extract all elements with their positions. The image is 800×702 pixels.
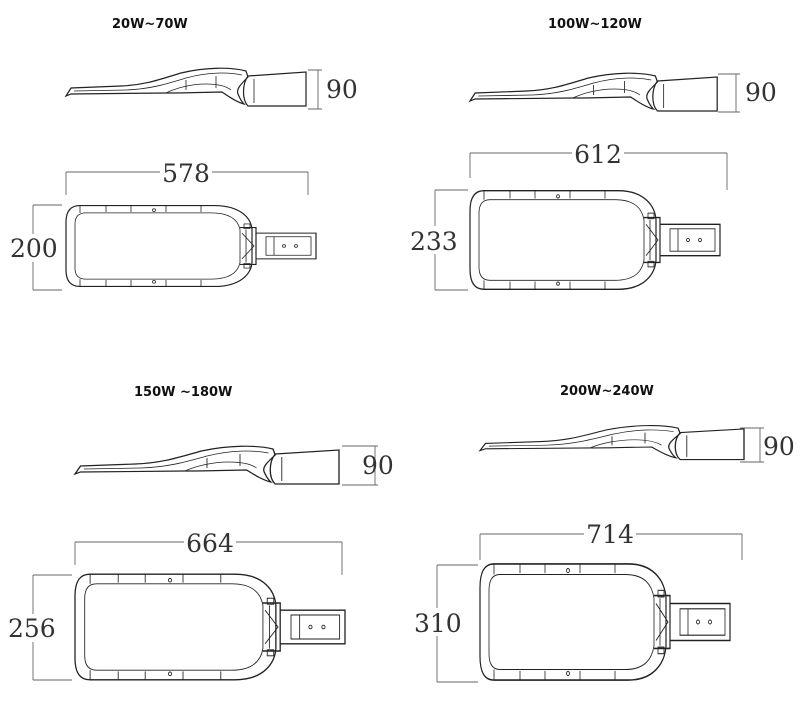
length-value: 714 [586, 520, 634, 549]
variant-title: 200W~240W [560, 384, 654, 399]
top-view-drawing [74, 573, 346, 681]
width-dimension: 233 [410, 189, 468, 291]
width-value: 233 [410, 227, 458, 256]
height-value: 90 [745, 78, 777, 107]
width-value: 256 [8, 614, 56, 643]
variant-100w-120w: 100W~120W 90 612 233 [410, 17, 777, 291]
height-dimension: 90 [308, 69, 358, 110]
height-dimension: 90 [740, 427, 795, 463]
variant-title: 150W ~180W [134, 385, 232, 400]
variant-title: 20W~70W [112, 17, 188, 32]
top-view-drawing [469, 190, 721, 290]
width-dimension: 200 [10, 204, 62, 291]
length-dimension: 578 [65, 159, 309, 195]
side-profile-drawing [479, 424, 745, 461]
height-dimension: 90 [718, 73, 777, 113]
variant-20w-70w: 20W~70W 90 578 200 [10, 17, 358, 291]
length-dimension: 714 [479, 520, 743, 560]
length-value: 664 [186, 529, 234, 558]
length-value: 612 [574, 140, 622, 169]
side-profile-drawing [469, 72, 718, 112]
variant-200w-240w: 200W~240W 90 714 310 [414, 384, 795, 683]
top-view-drawing [479, 563, 731, 681]
length-dimension: 664 [74, 529, 343, 575]
length-value: 578 [162, 159, 210, 188]
variant-title: 100W~120W [548, 17, 642, 32]
height-dimension: 90 [342, 445, 394, 486]
length-dimension: 612 [469, 140, 728, 190]
width-value: 310 [414, 609, 462, 638]
height-value: 90 [362, 451, 394, 480]
width-dimension: 310 [414, 564, 478, 683]
width-dimension: 256 [8, 574, 72, 681]
variant-150w-180w: 150W ~180W 90 664 256 [8, 385, 394, 681]
top-view-drawing [65, 204, 317, 288]
height-value: 90 [763, 432, 795, 461]
side-profile-drawing [74, 445, 340, 485]
height-value: 90 [326, 75, 358, 104]
side-profile-drawing [65, 67, 307, 107]
width-value: 200 [10, 234, 58, 263]
